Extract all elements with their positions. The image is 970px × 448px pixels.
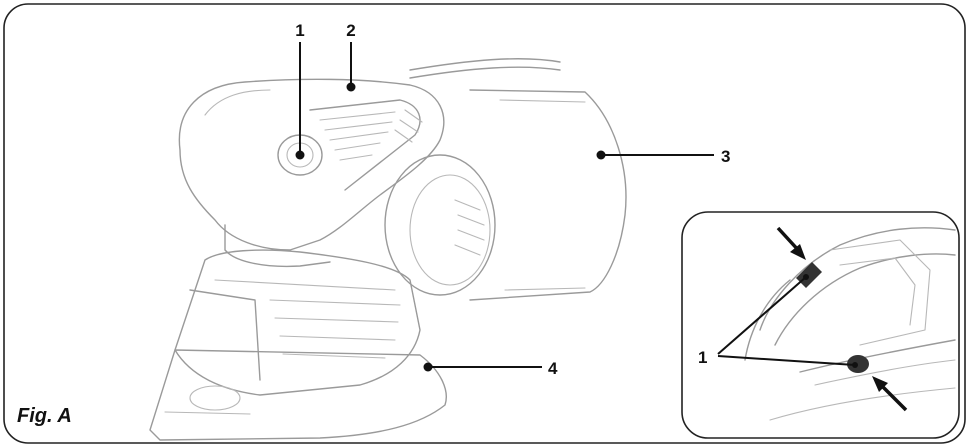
callout-label-2: 2: [346, 21, 355, 40]
callout-label-4: 4: [548, 359, 558, 378]
dust-canister: [469, 89, 627, 301]
dust-port-collar: [224, 154, 496, 296]
arrow-icon: [872, 376, 908, 412]
arrow-icon: [776, 226, 806, 260]
inset-switch-top: [796, 262, 822, 288]
callout-4: 4: [423, 359, 558, 378]
inset-panel: 1: [681, 211, 960, 439]
figure-frame: [3, 3, 966, 444]
callout-label-1: 1: [295, 21, 304, 40]
inset-switch-bottom: [847, 355, 869, 373]
sander-base-body: [174, 249, 421, 396]
inset-drawing: [744, 227, 956, 421]
callout-3: 3: [596, 147, 730, 166]
callout-label-3: 3: [721, 147, 730, 166]
inset-frame: [681, 211, 960, 439]
sander-drawing: [149, 58, 627, 441]
figure-caption: Fig. A: [17, 405, 72, 427]
callout-1: 1: [295, 21, 305, 160]
inset-callout-label: 1: [698, 348, 707, 367]
callout-2: 2: [346, 21, 356, 92]
motor-housing: [178, 78, 445, 251]
